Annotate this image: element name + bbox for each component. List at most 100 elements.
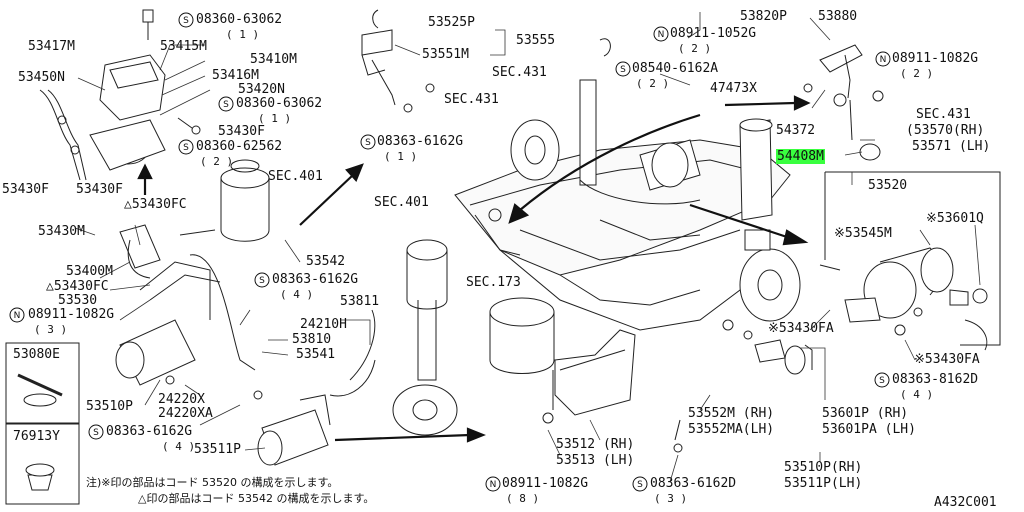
label-53430M: 53430M: [38, 224, 85, 239]
bracket-53555-drawing: [361, 9, 435, 113]
label-08540-6162A: 08540-6162A: [632, 61, 719, 76]
label-08911-1052G: 08911-1052G: [670, 26, 757, 41]
svg-text:N: N: [490, 480, 497, 490]
label-53520: 53520: [868, 178, 908, 193]
height-sensor-drawing: [803, 44, 884, 161]
leader-lines: [74, 12, 981, 483]
svg-text:S: S: [365, 138, 371, 148]
label-53601PA-lh: 53601PA (LH): [822, 422, 916, 437]
svg-text:S: S: [183, 143, 189, 153]
svg-text:S: S: [183, 16, 189, 26]
svg-text:N: N: [880, 55, 887, 65]
label-53080E: 53080E: [13, 347, 60, 362]
pointer-arrows: [137, 95, 811, 443]
label-08360-63062-a: 08360-63062: [196, 12, 283, 27]
label-53430FC-b: △53430FC: [46, 279, 109, 294]
label-53513-lh: 53513 (LH): [556, 453, 635, 468]
accumulator-53512-drawing: [489, 297, 683, 453]
label-qty-4-b: ( 4 ): [280, 288, 314, 301]
label-53511P-lh: 53511P(LH): [784, 476, 863, 491]
highlighted-part-54408M[interactable]: 54408M: [776, 149, 825, 164]
label-08911-1082G-c: 08911-1082G: [502, 476, 589, 491]
label-53530: 53530: [58, 293, 98, 308]
label-53430FA-a: ※53430FA: [768, 321, 834, 336]
label-76913Y: 76913Y: [13, 429, 60, 444]
label-24220X: 24220X: [158, 392, 205, 407]
label-53511P: 53511P: [194, 442, 241, 457]
label-53400M: 53400M: [66, 264, 113, 279]
circled-symbol-letters: S S S N S S S S N N S N S: [14, 16, 887, 490]
label-53450N: 53450N: [18, 70, 65, 85]
label-53555: 53555: [516, 33, 556, 48]
label-sec431-c: SEC.431: [916, 107, 971, 122]
label-qty-2-c: ( 2 ): [678, 42, 712, 55]
label-53430F-c: 53430F: [76, 182, 123, 197]
label-54372: 54372: [776, 123, 816, 138]
label-qty-2-b: ( 2 ): [636, 77, 670, 90]
label-53552MA-lh: 53552MA(LH): [688, 422, 775, 437]
label-53811: 53811: [340, 294, 380, 309]
label-sec431-a: SEC.431: [492, 65, 547, 80]
label-qty-2-d: ( 2 ): [900, 67, 934, 80]
label-53510P-rh: 53510P(RH): [784, 460, 863, 475]
rear-subframe-drawing: [454, 38, 801, 331]
label-53430FC-a: △53430FC: [124, 197, 187, 212]
label-sec401-b: SEC.401: [374, 195, 429, 210]
svg-text:S: S: [637, 480, 643, 490]
valve-53511P-drawing: [257, 394, 331, 466]
label-53512-rh: 53512 (RH): [556, 437, 635, 452]
label-53417M: 53417M: [28, 39, 75, 54]
label-sec401-a: SEC.401: [268, 169, 323, 184]
label-53570-rh: (53570(RH): [906, 123, 985, 138]
svg-text:S: S: [620, 65, 626, 75]
label-qty-4-c: ( 4 ): [900, 388, 934, 401]
label-53601Q: ※53601Q: [926, 211, 984, 226]
label-sec431-b: SEC.431: [444, 92, 499, 107]
label-53420N: 53420N: [238, 82, 285, 97]
label-53541: 53541: [296, 347, 336, 362]
label-08363-6162D: 08363-6162D: [650, 476, 737, 491]
valve-group-53552M-drawing: [722, 319, 813, 375]
label-53430FA-b: ※53430FA: [914, 352, 980, 367]
label-24210H: 24210H: [300, 317, 347, 332]
label-53880: 53880: [818, 9, 858, 24]
label-qty-1-c: ( 1 ): [384, 150, 418, 163]
label-08363-6162G-b: 08363-6162G: [377, 134, 464, 149]
label-qty-8: ( 8 ): [506, 492, 540, 505]
svg-text:N: N: [14, 311, 21, 321]
svg-text:N: N: [658, 30, 665, 40]
label-08363-6162G-c: 08363-6162G: [272, 272, 359, 287]
label-qty-4-a: ( 4 ): [162, 440, 196, 453]
svg-text:S: S: [93, 428, 99, 438]
label-08360-63062-b: 08360-63062: [236, 96, 323, 111]
circled-symbols: [9, 12, 891, 492]
label-08363-8162D: 08363-8162D: [892, 372, 979, 387]
label-53416M: 53416M: [212, 68, 259, 83]
footnote-line-1: 注)※印の部品はコード 53520 の構成を示します。: [86, 476, 339, 489]
svg-text:S: S: [879, 376, 885, 386]
label-qty-3-a: ( 3 ): [34, 323, 68, 336]
label-53820P: 53820P: [740, 9, 787, 24]
inset-boxes: [5, 342, 80, 505]
label-53430F-a: 53430F: [218, 124, 265, 139]
label-53410M: 53410M: [250, 52, 297, 67]
label-53525P: 53525P: [428, 15, 475, 30]
label-53510P: 53510P: [86, 399, 133, 414]
compressor-assembly-drawing: [39, 9, 201, 181]
label-24220XA: 24220XA: [158, 406, 213, 421]
air-strut-left-drawing: [329, 239, 458, 436]
diagram-code: A432C001: [934, 495, 997, 510]
label-qty-2-a: ( 2 ): [200, 155, 234, 168]
label-08911-1082G-b: 08911-1082G: [892, 51, 979, 66]
label-sec173: SEC.173: [466, 275, 521, 290]
label-54408M-highlighted[interactable]: 54408M: [776, 149, 825, 164]
label-47473X: 47473X: [710, 81, 757, 96]
valve-assembly-53520-drawing: [819, 171, 1001, 351]
air-tank-drawing: [115, 159, 270, 400]
footnote-line-2: △印の部品はコード 53542 の構成を示します。: [138, 492, 375, 505]
label-53430F-b: 53430F: [2, 182, 49, 197]
label-53601P-rh: 53601P (RH): [822, 406, 909, 421]
label-53552M-rh: 53552M (RH): [688, 406, 775, 421]
